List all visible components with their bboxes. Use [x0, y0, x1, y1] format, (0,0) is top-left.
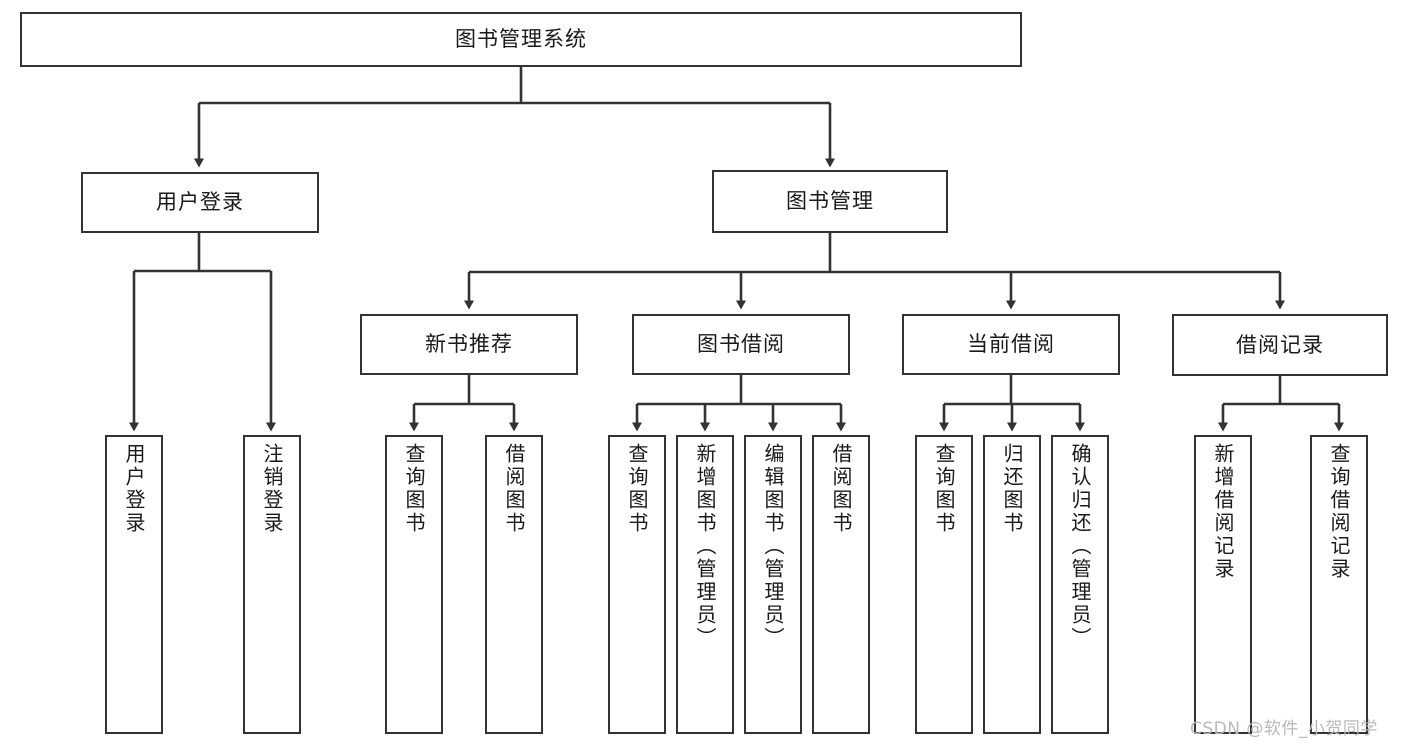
node-label: 新书推荐 [425, 332, 513, 357]
leaf-confirm-return-admin[interactable]: 确认归还（管理员） [1051, 435, 1109, 734]
node-label: 确认归还（管理员） [1068, 443, 1092, 650]
node-user-login[interactable]: 用户登录 [81, 172, 319, 233]
leaf-logout-login[interactable]: 注销登录 [243, 435, 301, 734]
leaf-return-book[interactable]: 归还图书 [983, 435, 1041, 734]
node-label: 当前借阅 [967, 332, 1055, 357]
leaf-query-book-1[interactable]: 查询图书 [385, 435, 443, 734]
node-book-manage[interactable]: 图书管理 [712, 170, 948, 233]
csdn-watermark: CSDN @软件_小贺同学 [1190, 719, 1378, 739]
node-label: 新增借阅记录 [1211, 443, 1235, 581]
leaf-query-borrow-record[interactable]: 查询借阅记录 [1310, 435, 1368, 734]
node-label: 查询图书 [932, 443, 956, 535]
node-label: 借阅图书 [829, 443, 853, 535]
node-label: 图书借阅 [697, 332, 785, 357]
node-label: 借阅图书 [502, 443, 526, 535]
leaf-user-login[interactable]: 用户登录 [105, 435, 163, 734]
node-label: 查询图书 [625, 443, 649, 535]
leaf-add-book-admin[interactable]: 新增图书（管理员） [676, 435, 734, 734]
node-label: 图书管理系统 [455, 27, 587, 52]
leaf-query-book-3[interactable]: 查询图书 [915, 435, 973, 734]
node-root-book-management-system[interactable]: 图书管理系统 [20, 12, 1022, 67]
node-label: 用户登录 [156, 190, 244, 215]
node-label: 查询借阅记录 [1327, 443, 1351, 581]
node-new-book-recommend[interactable]: 新书推荐 [360, 314, 578, 375]
node-label: 用户登录 [122, 443, 146, 535]
node-label: 注销登录 [260, 443, 284, 535]
leaf-borrow-book-2[interactable]: 借阅图书 [812, 435, 870, 734]
node-label: 新增图书（管理员） [693, 443, 717, 650]
node-current-borrow[interactable]: 当前借阅 [902, 314, 1120, 375]
leaf-add-borrow-record[interactable]: 新增借阅记录 [1194, 435, 1252, 734]
node-label: 编辑图书（管理员） [761, 443, 785, 650]
node-borrow-record[interactable]: 借阅记录 [1172, 314, 1388, 376]
leaf-borrow-book-1[interactable]: 借阅图书 [485, 435, 543, 734]
node-book-borrow[interactable]: 图书借阅 [632, 314, 850, 375]
leaf-query-book-2[interactable]: 查询图书 [608, 435, 666, 734]
node-label: 图书管理 [786, 189, 874, 214]
node-label: 归还图书 [1000, 443, 1024, 535]
node-label: 查询图书 [402, 443, 426, 535]
node-label: 借阅记录 [1236, 332, 1324, 357]
leaf-edit-book-admin[interactable]: 编辑图书（管理员） [744, 435, 802, 734]
